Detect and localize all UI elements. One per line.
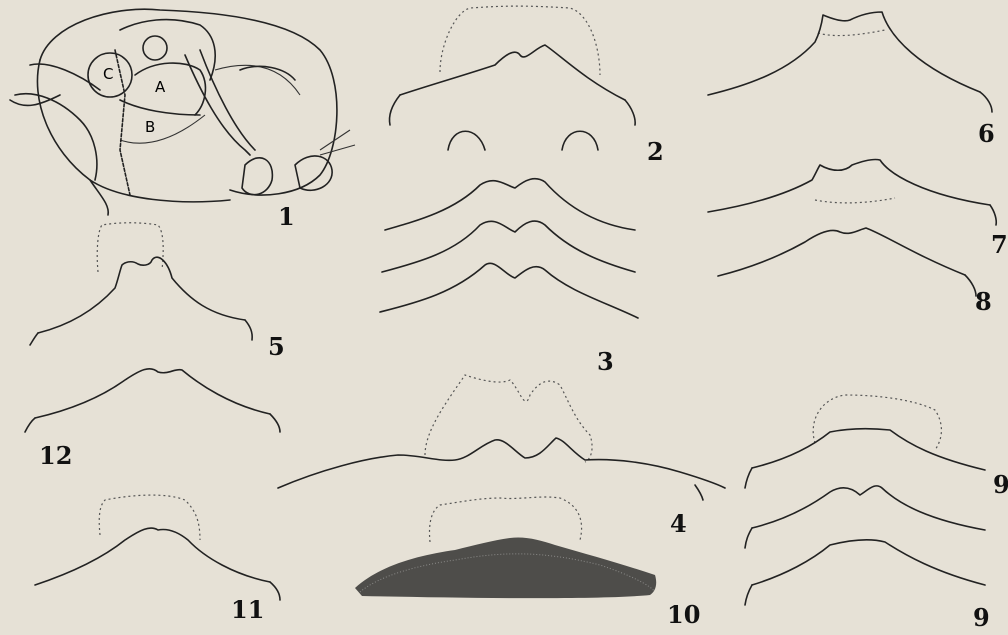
part-label-c: C: [103, 65, 113, 83]
figure-label-8: 8: [975, 290, 992, 314]
part-label-a: A: [155, 78, 166, 96]
part-label-b: B: [145, 118, 155, 136]
figure-label-5: 5: [268, 335, 285, 359]
figure-label-6: 6: [978, 122, 995, 146]
figure-label-9-upper: 9: [993, 473, 1008, 497]
figure-label-1: 1: [278, 205, 295, 229]
figure-label-3: 3: [597, 350, 614, 374]
figure-label-11: 11: [231, 598, 264, 622]
figure-label-2: 2: [647, 140, 664, 164]
figure-label-12: 12: [39, 444, 72, 468]
figure-label-7: 7: [991, 233, 1008, 257]
figure-label-9-lower: 9: [973, 606, 990, 630]
figure-label-10: 10: [667, 603, 700, 627]
figure-label-4: 4: [670, 512, 687, 536]
